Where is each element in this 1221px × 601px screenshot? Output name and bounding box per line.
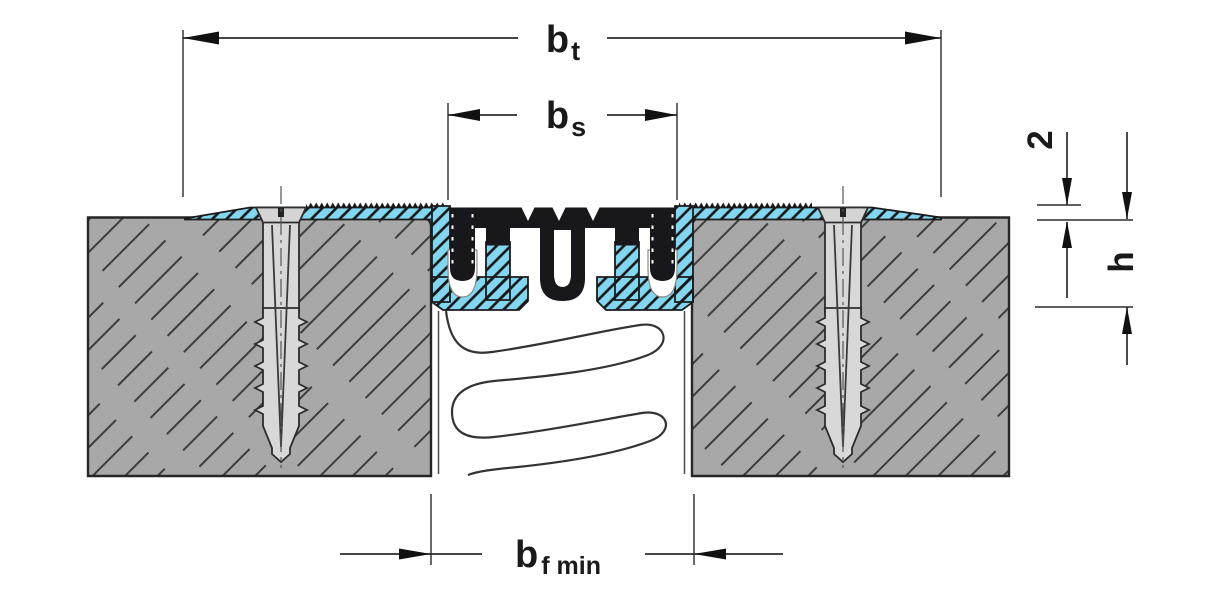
- channel-foot-hatch-right: [597, 277, 693, 310]
- foam-backer-serpentine: [444, 310, 668, 477]
- dim-label-h: h: [1102, 251, 1141, 272]
- channel-foot-hatch-left: [432, 277, 528, 310]
- rubber-center-loop-slot: [554, 230, 571, 287]
- bt-arrow-right: [905, 31, 941, 45]
- thickness-arrow-down: [1062, 178, 1072, 205]
- dim-label-2: 2: [1021, 130, 1060, 149]
- anti-slip-serration-left: [306, 202, 446, 208]
- dimension-flange-thickness: 2: [1021, 130, 1133, 298]
- thickness-arrow-up: [1062, 221, 1072, 248]
- fixing-dowel-right: [816, 185, 870, 469]
- joint-gap: [437, 310, 686, 477]
- anti-slip-serration-right: [679, 202, 812, 208]
- channel-lip-hatch-right: [615, 242, 639, 300]
- rubber-leg-left: [450, 207, 475, 281]
- channel-lip-hatch-left: [486, 242, 510, 300]
- rubber-midleg-left: [486, 207, 510, 246]
- dimension-depth-h: h: [1035, 132, 1141, 365]
- dim-label-bt: bt: [546, 19, 580, 66]
- aluminum-flange-left: [184, 202, 451, 221]
- fixing-dowel-left: [254, 185, 308, 469]
- bfmin-arrow-left-pointing: [694, 548, 726, 560]
- rubber-leg-ribs: [451, 214, 674, 266]
- bfmin-arrow-right-pointing: [399, 548, 431, 560]
- depth-arrow-down: [1122, 192, 1132, 219]
- flange-hatch-left: [185, 207, 450, 220]
- rubber-insert: [450, 207, 675, 301]
- rubber-midleg-right: [615, 207, 639, 246]
- bs-arrow-right: [645, 109, 677, 121]
- rubber-leg-right: [650, 207, 675, 281]
- dim-label-bs: bs: [546, 95, 586, 142]
- bt-arrow-left: [183, 31, 219, 45]
- flange-hatch-right: [675, 207, 941, 220]
- dimension-bt: bt: [182, 19, 942, 197]
- aluminum-flange-right: [674, 202, 942, 221]
- depth-arrow-up: [1122, 307, 1132, 334]
- rubber-top-band: [450, 207, 675, 228]
- dimension-bs: bs: [447, 95, 678, 200]
- bs-arrow-left: [448, 109, 480, 121]
